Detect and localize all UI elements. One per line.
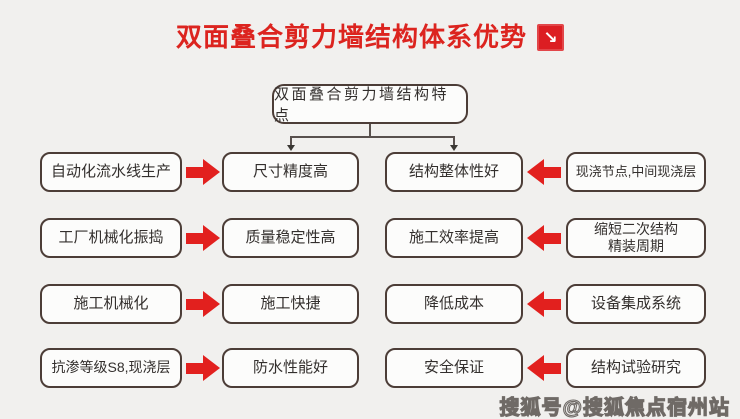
arrow-right-icon [186, 291, 220, 318]
arrow-left-icon [527, 225, 561, 252]
root-box: 双面叠合剪力墙结构特点 [272, 84, 468, 124]
mid-left-benefit-box: 尺寸精度高 [222, 152, 359, 192]
diagram-row: 抗渗等级S8,现浇层 防水性能好 安全保证 结构试验研究 [0, 348, 740, 388]
arrow-left-icon [527, 355, 561, 382]
mid-right-benefit-box: 结构整体性好 [385, 152, 523, 192]
connector-horizontal [290, 136, 455, 138]
connector-drop-right [453, 136, 455, 145]
arrow-right-icon [186, 159, 220, 186]
right-cause-box: 结构试验研究 [566, 348, 706, 388]
arrow-right-icon [186, 225, 220, 252]
connector-arrowhead-right [450, 145, 458, 151]
mid-left-benefit-box: 施工快捷 [222, 284, 359, 324]
right-cause-box: 缩短二次结构 精装周期 [566, 218, 706, 258]
page-title: 双面叠合剪力墙结构体系优势 [175, 22, 527, 52]
diagram-row: 工厂机械化振捣 质量稳定性高 施工效率提高 缩短二次结构 精装周期 [0, 218, 740, 258]
mid-left-benefit-box: 质量稳定性高 [222, 218, 359, 258]
mid-left-benefit-box: 防水性能好 [222, 348, 359, 388]
left-cause-box: 自动化流水线生产 [40, 152, 182, 192]
diagram-row: 施工机械化 施工快捷 降低成本 设备集成系统 [0, 284, 740, 324]
left-cause-box: 抗渗等级S8,现浇层 [40, 348, 182, 388]
arrow-right-icon [186, 355, 220, 382]
arrow-left-icon [527, 159, 561, 186]
left-cause-box: 工厂机械化振捣 [40, 218, 182, 258]
arrow-down-right-icon: ↘ [537, 23, 564, 51]
connector-drop-left [290, 136, 292, 145]
diagram-row: 自动化流水线生产 尺寸精度高 结构整体性好 现浇节点,中间现浇层 [0, 152, 740, 192]
watermark: 搜狐号@搜狐焦点宿州站 [499, 396, 730, 419]
title-row: 双面叠合剪力墙结构体系优势 ↘ [0, 20, 740, 54]
right-cause-box: 设备集成系统 [566, 284, 706, 324]
left-cause-box: 施工机械化 [40, 284, 182, 324]
mid-right-benefit-box: 降低成本 [385, 284, 523, 324]
mid-right-benefit-box: 施工效率提高 [385, 218, 523, 258]
connector-arrowhead-left [287, 145, 295, 151]
connector-stem [369, 124, 371, 137]
mid-right-benefit-box: 安全保证 [385, 348, 523, 388]
arrow-left-icon [527, 291, 561, 318]
right-cause-box: 现浇节点,中间现浇层 [566, 152, 706, 192]
